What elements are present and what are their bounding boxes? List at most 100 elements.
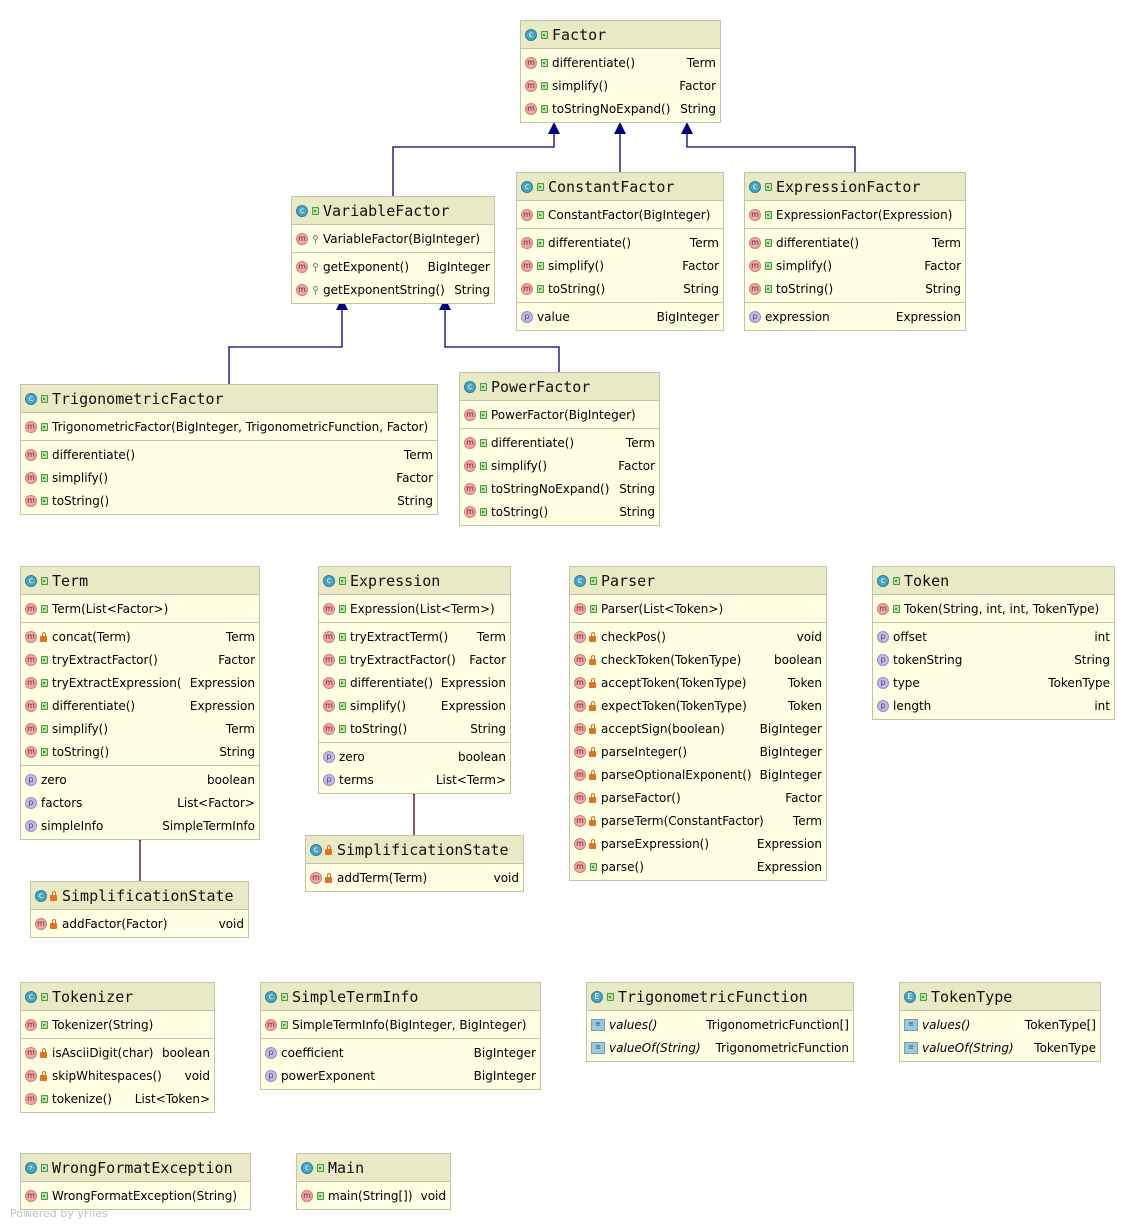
- method-icon: m: [25, 602, 37, 615]
- enum-method-row[interactable]: ≡values()TrigonometricFunction[]: [587, 1013, 853, 1036]
- property-icon: p: [25, 796, 37, 809]
- enum-method-row[interactable]: ≡values()TokenType[]: [900, 1013, 1100, 1036]
- member-name: SimpleTermInfo(BigInteger, BigInteger): [292, 1017, 527, 1032]
- public-visibility-icon: [606, 992, 614, 1002]
- member-section: ≡values()TokenType[]≡valueOf(String)Toke…: [900, 1011, 1100, 1061]
- enum-method-row[interactable]: ≡valueOf(String)TrigonometricFunction: [587, 1036, 853, 1059]
- enum-method-row[interactable]: ≡valueOf(String)TokenType: [900, 1036, 1100, 1059]
- member-type: String: [925, 281, 961, 296]
- private-visibility-icon: [589, 792, 597, 803]
